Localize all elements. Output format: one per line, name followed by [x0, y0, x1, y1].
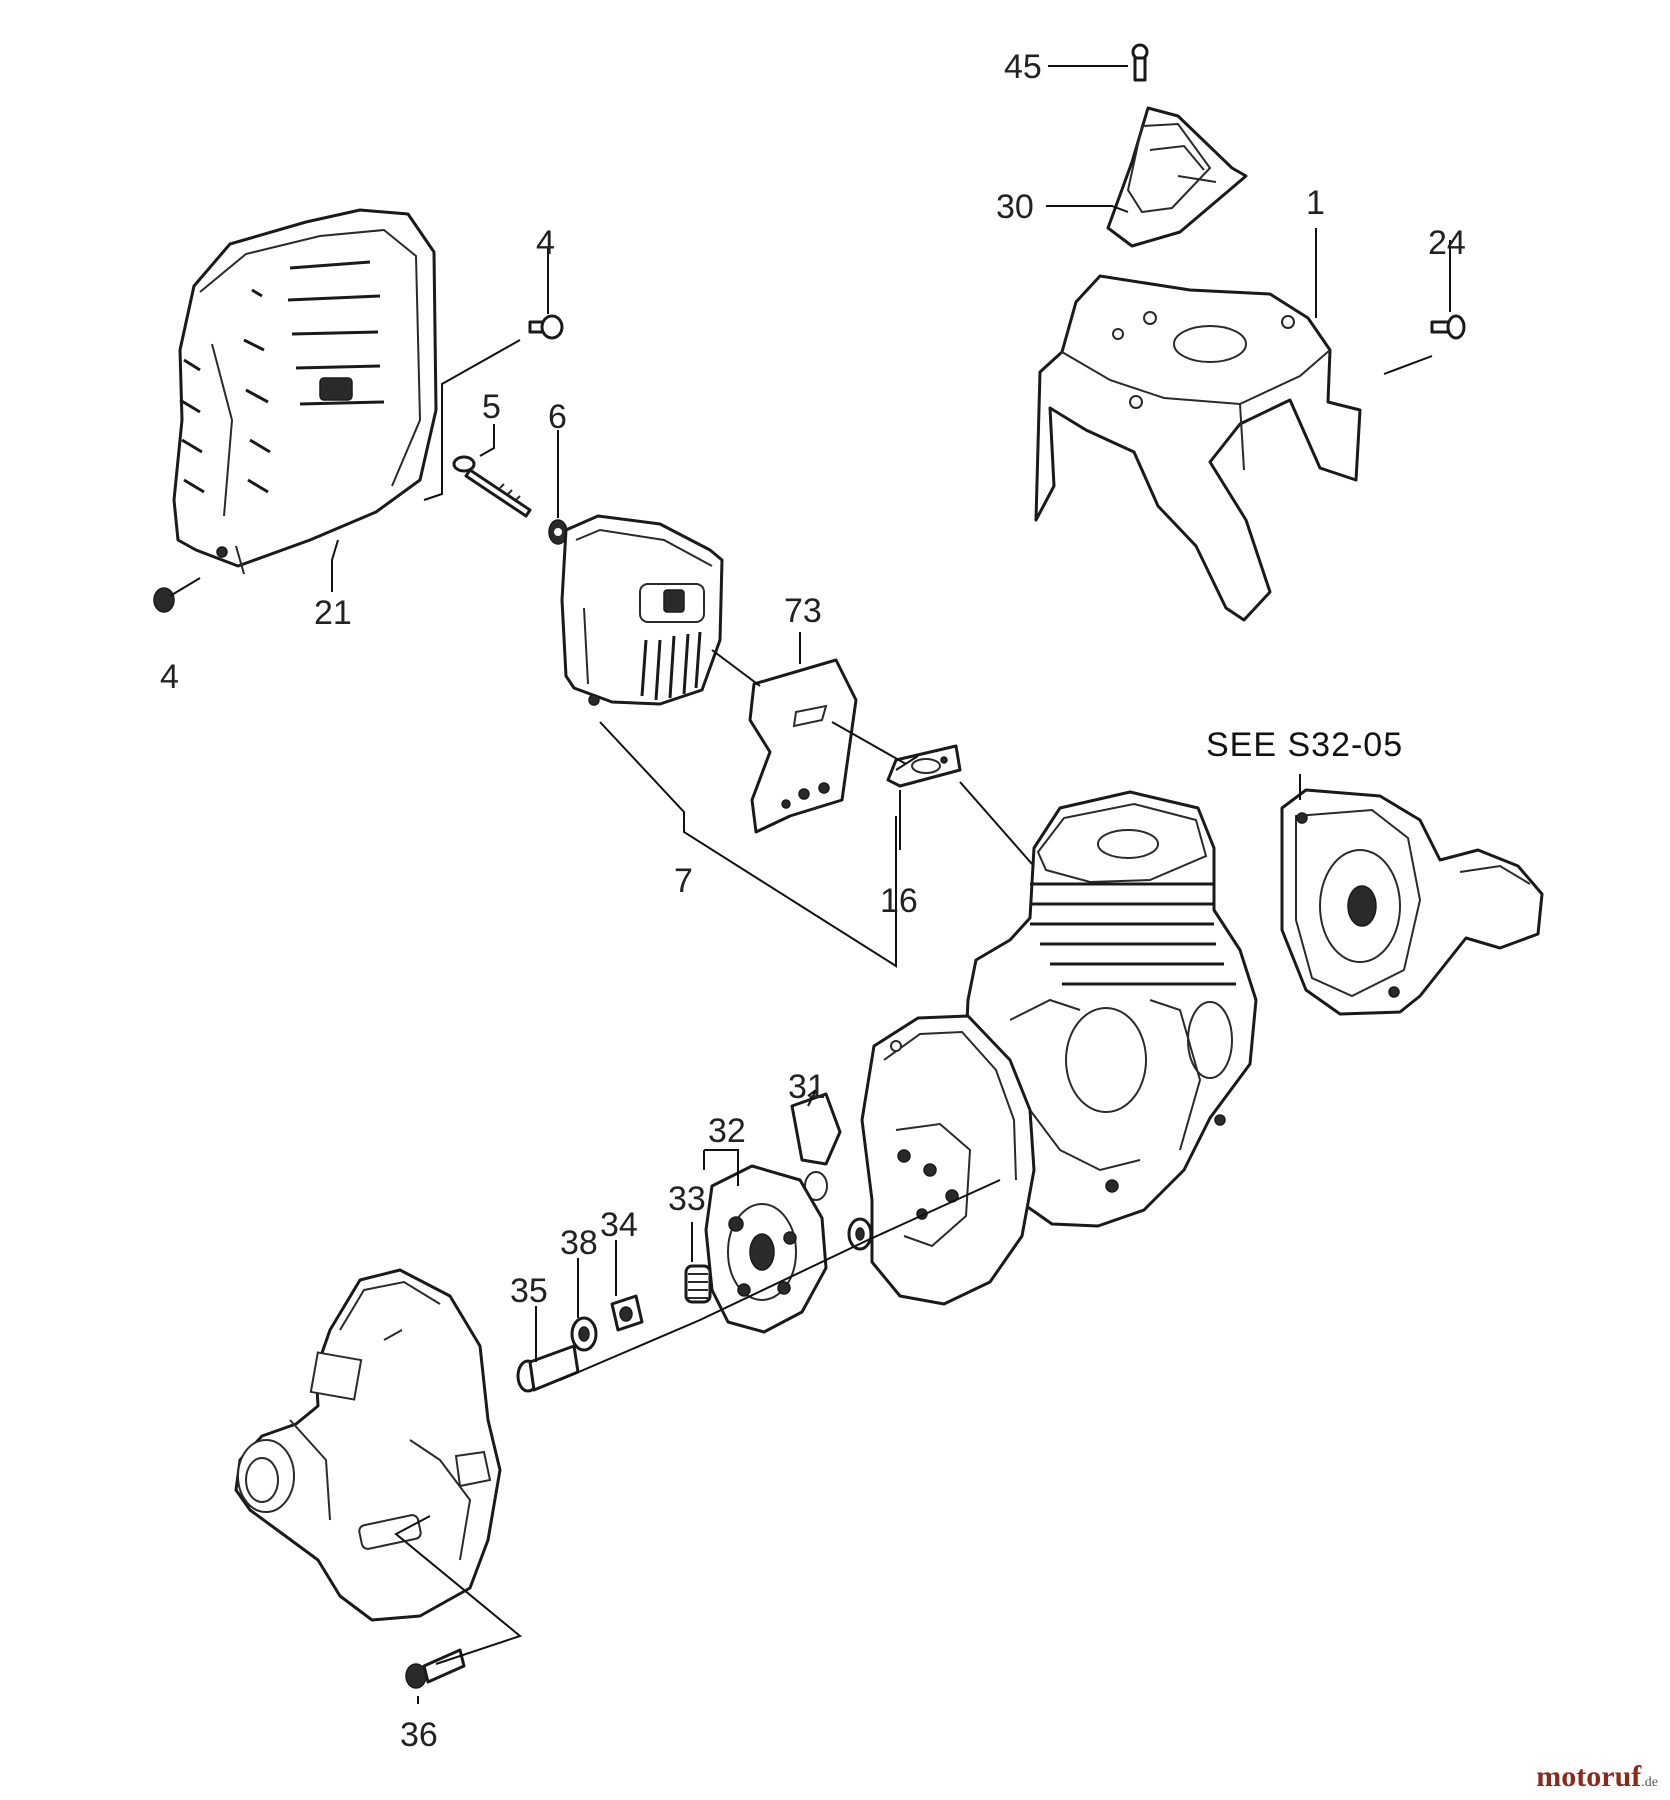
callout-38: 38 — [560, 1224, 598, 1262]
leader-24 — [1383, 240, 1451, 375]
leader-5 — [479, 424, 495, 457]
part-34-washer — [610, 1294, 644, 1332]
leader-gasket-to-cylinder — [959, 781, 1033, 865]
engine-cylinder-crankcase — [962, 790, 1258, 1228]
recoil-starter — [1280, 788, 1544, 1016]
reference-note: SEE S32-05 — [1206, 726, 1403, 764]
watermark-name: motoruf — [1536, 1760, 1642, 1793]
callout-30: 30 — [996, 188, 1034, 226]
part-38-washer — [570, 1316, 598, 1352]
callout-73: 73 — [784, 592, 822, 630]
part-24-screw — [1430, 314, 1466, 340]
leader-4-top — [423, 248, 549, 501]
part-1-top-cover — [1034, 274, 1362, 622]
callout-34: 34 — [600, 1206, 638, 1244]
part-5-bolt — [452, 455, 532, 518]
callout-33: 33 — [668, 1180, 706, 1218]
leader-muffler-to-plate — [711, 649, 907, 765]
leader-36 — [394, 1515, 523, 1704]
leader-21 — [331, 539, 339, 592]
leader-clutch-axis — [559, 1179, 1001, 1381]
watermark-logo: motoruf.de — [1536, 1760, 1658, 1794]
part-16-gasket — [886, 744, 962, 788]
part-6-nut — [548, 519, 568, 545]
callout-1: 1 — [1306, 184, 1325, 222]
callouts: 45 30 1 24 4 5 6 21 4 73 7 16 31 32 33 3… — [160, 48, 1466, 1754]
flywheel — [860, 1014, 1036, 1306]
callout-4-top: 4 — [536, 224, 555, 262]
part-4-screw-bottom — [153, 577, 201, 613]
leader-30 — [1046, 205, 1129, 213]
part-45-screw — [1131, 43, 1149, 82]
part-73-muffler-plate — [748, 658, 858, 834]
callout-32: 32 — [708, 1112, 746, 1150]
callout-7: 7 — [674, 862, 693, 900]
callout-5: 5 — [482, 388, 501, 426]
clutch-housing-cover — [234, 1268, 502, 1622]
leader-32 — [703, 1149, 739, 1186]
callout-35: 35 — [510, 1272, 548, 1310]
part-33-spring — [684, 1264, 712, 1304]
leader-31 — [807, 1089, 817, 1107]
leader-16 — [895, 755, 919, 850]
part-30-knob — [1106, 106, 1248, 248]
callout-6: 6 — [548, 398, 567, 436]
watermark-suffix: .de — [1641, 1775, 1658, 1790]
part-4-screw-top — [528, 314, 564, 340]
leader-7 — [599, 721, 897, 968]
leader-lines — [331, 65, 1451, 1704]
callout-4-bottom: 4 — [160, 658, 179, 696]
part-35-bolt — [516, 1344, 580, 1393]
callout-36: 36 — [400, 1716, 438, 1754]
part-32-clutch — [704, 1164, 828, 1334]
callout-16: 16 — [880, 882, 918, 920]
part-7-muffler — [560, 514, 724, 706]
part-31-plate — [790, 1092, 842, 1201]
part-36-screw — [405, 1648, 466, 1689]
callout-21: 21 — [314, 594, 352, 632]
callout-24: 24 — [1428, 224, 1466, 262]
part-21-filter-cover — [172, 208, 438, 575]
callout-45: 45 — [1004, 48, 1042, 86]
callout-31: 31 — [788, 1068, 826, 1106]
